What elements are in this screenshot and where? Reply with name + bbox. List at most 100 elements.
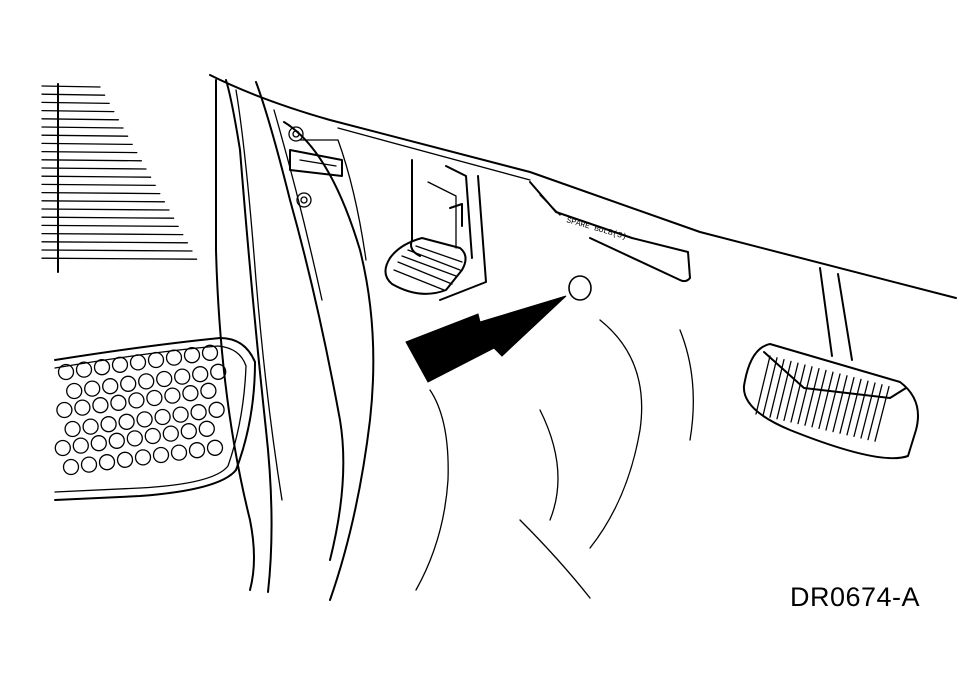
grille-hole [66,382,83,400]
accelerator-rib [755,355,771,415]
accelerator-rib [867,384,883,441]
vent-louver [41,175,152,178]
accelerator-rib [783,362,799,422]
grille-hole [62,458,80,476]
grille-hole [198,420,215,437]
access-plug [568,275,592,301]
panel-label: SPARE BULB(S) [565,216,627,242]
grille-holes [54,344,227,476]
accelerator-rib [846,378,862,436]
grille-hole [156,370,173,388]
grille-hole [118,413,135,430]
grille-hole [111,356,129,373]
grille-hole [82,418,99,435]
grille-hole [174,368,191,385]
floor-contours [415,319,694,599]
grille-hole [102,378,119,395]
vent-louver [41,257,198,260]
grille-hole [74,399,91,416]
grille-hole [100,416,117,433]
grille-hole [129,354,147,371]
grille-hole [108,432,125,449]
grille-hole [134,449,152,466]
accelerator-rib [874,385,890,442]
vent-louver [41,241,189,244]
vent-louver [41,159,143,162]
accelerator-rib [762,357,778,417]
vent-louver [41,208,170,211]
grille-hole [206,439,224,456]
diagram-id: DR0674-A [790,582,921,612]
accelerator-pedal [742,267,919,460]
grille-hole [183,347,201,364]
grille-hole [182,385,199,402]
vent-louver [41,167,147,170]
accelerator-rib [825,373,841,431]
vent-louver [41,249,193,252]
grille-hole [80,456,98,473]
spare-bulb-panel: SPARE BULB(S) [529,181,691,283]
grille-hole [165,349,183,366]
grille-hole [75,361,93,378]
grille-hole [164,387,181,404]
vent-louvers [41,83,198,273]
grille-hole [154,408,171,426]
grille-hole [170,444,188,461]
grille-hole [72,437,89,454]
grille-hole [190,404,207,421]
door-frame [215,79,375,601]
vent-louver [41,126,124,129]
grille-hole [162,425,179,442]
vent-louver [41,183,156,187]
vent-louver [41,118,120,121]
grille-hole [188,442,206,459]
dashboard-edge [209,74,957,299]
grille-hole [116,451,134,468]
vent-louver [41,142,133,146]
accelerator-rib [797,366,813,425]
accelerator-rib [790,364,806,423]
accelerator-rib [811,369,827,428]
grille-hole [126,430,143,447]
vent-louver [41,224,179,228]
grille-hole [201,344,219,361]
accelerator-rib [776,360,792,420]
grille-hole [120,375,137,392]
grille-hole [128,392,145,409]
grille-hole [57,363,75,381]
vent-louver [41,150,138,154]
grille-hole [98,454,116,471]
vent-louver [41,109,115,113]
accelerator-rib [853,380,869,438]
grille-hole [180,423,197,440]
grille-hole [84,380,101,397]
arrow-pointer-icon [405,295,567,383]
brake-pedal [384,159,487,301]
access-plug-icon [568,275,592,301]
grille-hole [138,373,155,390]
vent-louver [41,232,184,236]
accelerator-rib [769,358,785,418]
vent-louver [41,200,166,203]
accelerator-rib [818,371,834,430]
accelerator-rib [839,376,855,434]
accelerator-ribs [755,355,890,442]
accelerator-rib [804,367,820,426]
grille-hole [136,411,153,428]
grille-hole [54,439,71,457]
grille-hole [210,363,227,380]
grille-hole [152,446,170,464]
grille-hole [144,427,161,445]
grille-hole [192,366,209,383]
grille-hole [92,397,109,414]
grille-hole [200,382,217,399]
vent-louver [41,101,110,105]
vent-louver [41,191,161,195]
vent-louver [41,85,101,88]
grille-hole [93,359,111,376]
floor-grille [54,337,256,501]
grille-hole [146,389,163,407]
vent-louver [41,216,175,219]
grille-hole [64,420,81,438]
